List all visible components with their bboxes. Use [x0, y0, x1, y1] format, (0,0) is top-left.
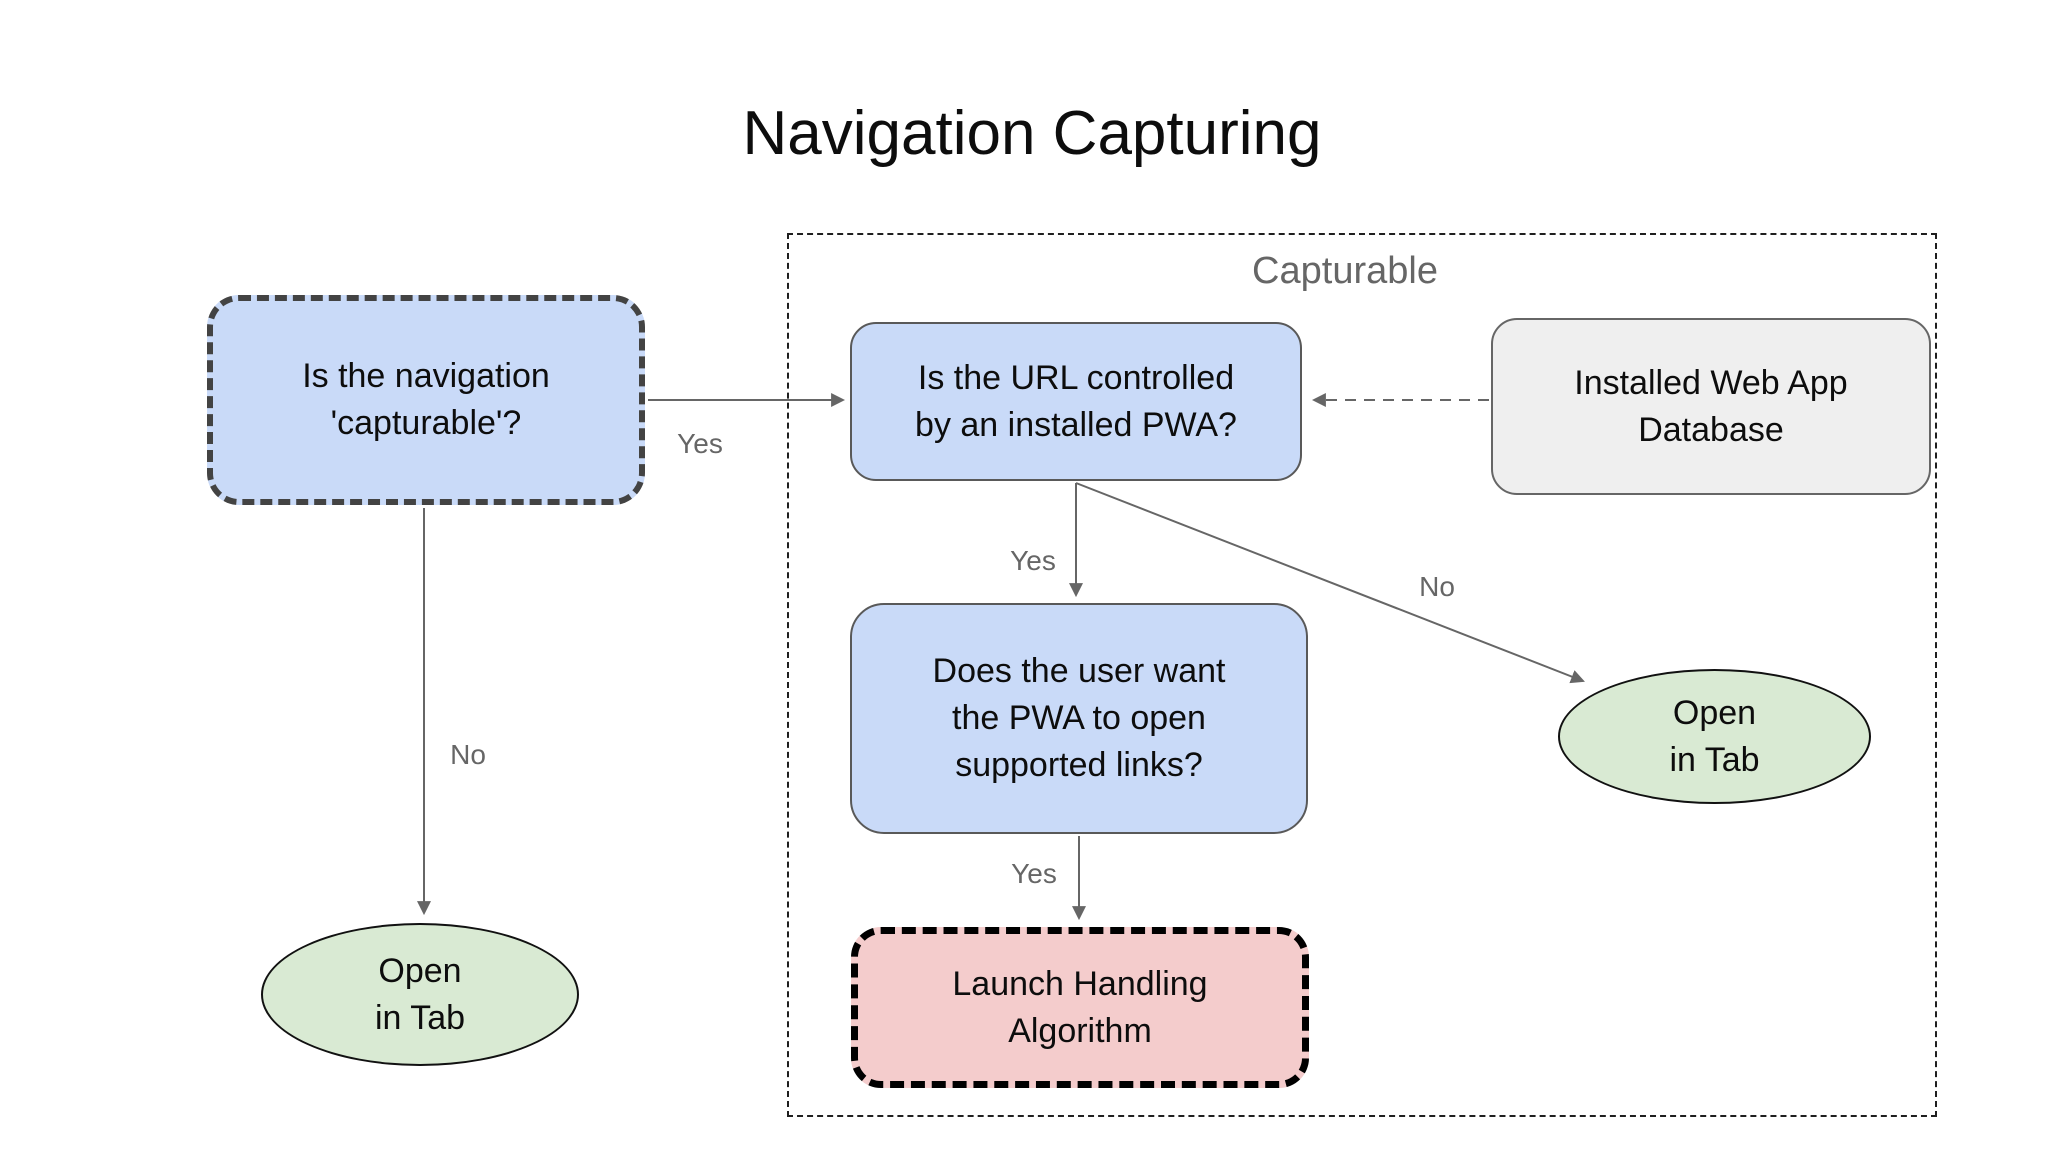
node-open-in-tab-left: Open in Tab: [261, 923, 579, 1066]
page-title: Navigation Capturing: [742, 99, 1322, 168]
edge-label-url-yes: Yes: [1010, 545, 1056, 576]
node-open-in-tab-right: Open in Tab: [1558, 669, 1871, 804]
edge-label-capturable-yes: Yes: [677, 428, 723, 459]
node-installed-web-app-database: Installed Web App Database: [1491, 318, 1931, 495]
node-is-navigation-capturable: Is the navigation 'capturable'?: [207, 295, 645, 505]
edge-label-wants-links-yes: Yes: [1011, 858, 1057, 889]
edge-label-capturable-no: No: [450, 739, 486, 770]
edge-label-url-no: No: [1419, 571, 1455, 602]
node-does-user-want-links: Does the user want the PWA to open suppo…: [850, 603, 1308, 834]
capturable-group-container: [787, 233, 1937, 1117]
node-launch-handling-algorithm: Launch Handling Algorithm: [851, 927, 1309, 1088]
node-is-url-controlled-by-pwa: Is the URL controlled by an installed PW…: [850, 322, 1302, 481]
capturable-group-label: Capturable: [1252, 250, 1438, 292]
